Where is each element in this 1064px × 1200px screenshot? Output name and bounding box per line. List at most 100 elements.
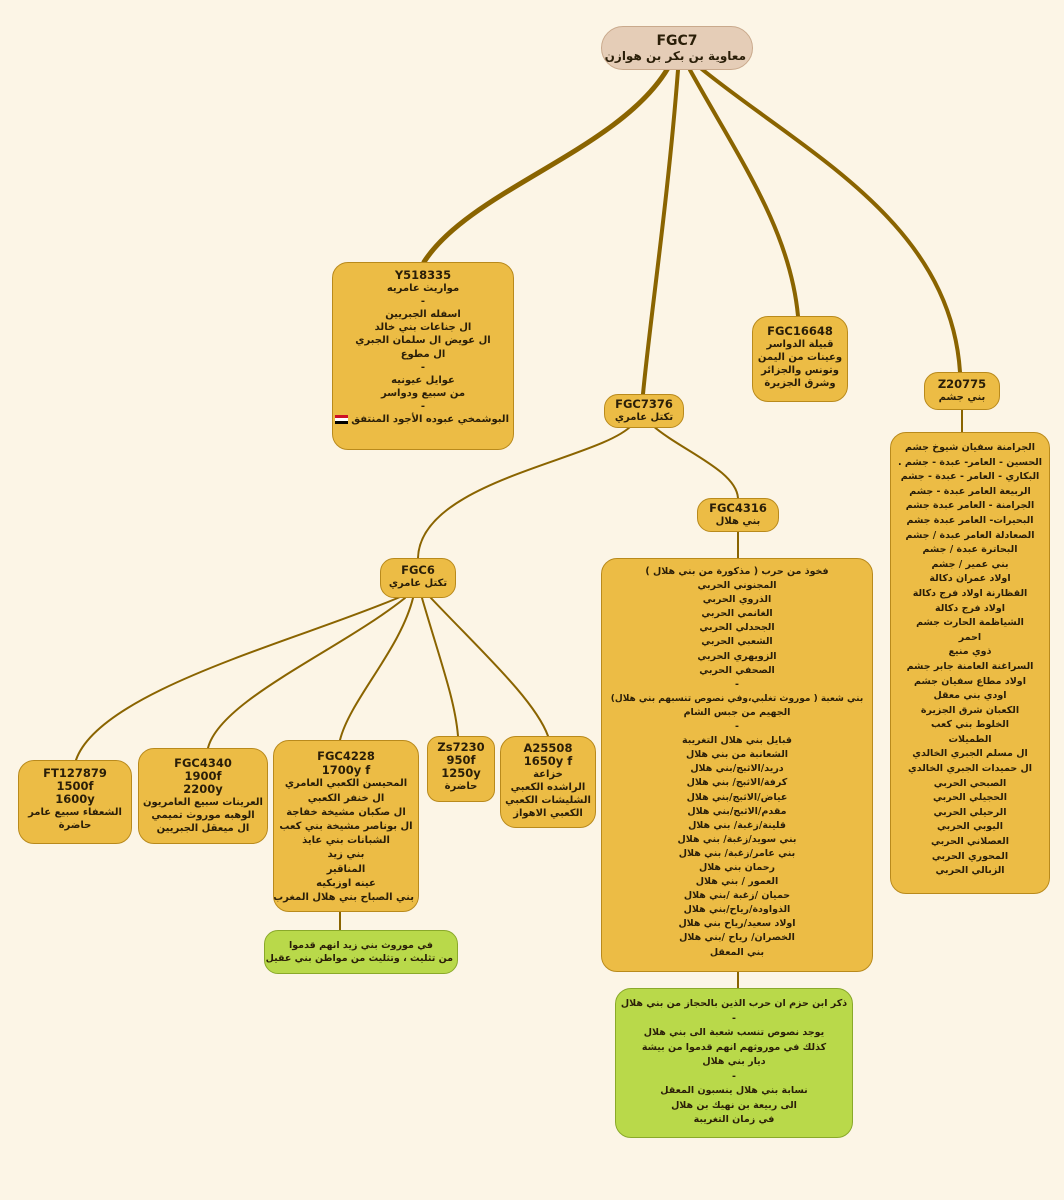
tribe-line: بني المعقل [709,946,765,958]
note-line: كذلك في موروثهم انهم قدموا من بيشة [641,1041,827,1053]
node-fgc4228-note: في موروث بني زيد انهم قدموا من تثليث ، و… [264,930,458,974]
node-fgc7-root: FGC7 معاوية بن بكر بن هوازن [601,26,753,70]
branch-line: عوايل عيونيه [391,374,455,386]
branch-line: الشليشات الكعبي [505,795,591,807]
note-line: ديار بني هلال [702,1056,766,1067]
haplogroup-label: FGC4228 [317,749,375,763]
tribe-line: البحيرات- العامر عبدة جشم [906,514,1034,526]
branch-line: البوشمخي عبوده الأجود المنتفق [351,414,509,426]
tribe-line: - [735,721,739,733]
tribe-line: مقدم/الاثبج/بني هلال [687,805,787,817]
branch-line: خزاعة [533,769,563,781]
branch-line: تكتل عامري [388,578,448,590]
haplogroup-label: Zs7230 [437,740,485,754]
tribe-line: اولاد عمران دكالة [929,573,1011,585]
note-line: - [732,1070,736,1082]
age-estimate: 1700y f [321,763,371,778]
tribe-line: الرحيلي الحربي [933,806,1007,818]
haplogroup-label: A25508 [523,741,573,755]
tribe-line: القظارنة اولاد فرج دكالة [912,587,1028,599]
tribe-line: الجرامنة سفيان شيوخ جشم [905,442,1035,453]
tribe-line: المحوري الحربي [931,850,1009,862]
connector-root-fgc16648 [688,68,800,318]
branch-line-with-flag: البوشمخي عبوده الأجود المنتفق [334,413,509,426]
haplogroup-label: FGC4316 [709,501,767,515]
connector-fgc7376-fgc6 [417,424,633,559]
branch-line: قبيلة الدواسر [766,339,834,351]
tribe-line: اولاد سعيد/رياح بني هلال [678,918,796,930]
tribe-line: الذروي الحربي [702,594,772,606]
node-hilal-list: فخوذ من حرب ( مذكورة من بني هلال ) المجن… [601,558,873,972]
node-hilal-note: ذكر ابن حزم ان حرب الذين بالحجاز من بني … [615,988,853,1138]
branch-line: الشعفاء سبيع عامر [28,807,122,819]
branch-line: وتونس والجزائر [761,365,839,377]
tribe-line: ال مسلم الجبري الخالدي [912,748,1028,760]
tribe-line: الحسين - العامر- عبدة - جشم . [897,456,1043,468]
node-z20775: Z20775 بني جشم [924,372,1000,410]
connector-root-fgc7376 [641,68,680,396]
haplogroup-label: Z20775 [937,377,987,391]
connector-fgc7376-fgc4316 [651,424,739,499]
branch-line: وعينات من اليمن [757,352,843,364]
branch-line: الراشده الكعبي [510,782,586,794]
branch-line: - [420,296,426,308]
tribe-line: الجهيم من جبس الشام [683,706,791,718]
iraq-flag-icon [334,414,348,424]
branch-line: المحيسن الكعبي العامري [284,778,408,790]
node-fgc16648: FGC16648 قبيلة الدواسر وعينات من اليمن و… [752,316,848,402]
branch-line: بني الصباح بني هلال المغرب [273,892,414,904]
tribe-line: اودي بني معقل [933,690,1007,702]
branch-line: اسفله الجبريين [385,309,461,321]
haplogroup-label: FGC4340 [174,756,232,770]
tribe-line: الزبالي الحربي [935,865,1005,877]
branch-line: حاضرة [444,781,478,793]
node-fgc4340: FGC4340 1900f 2200y العرينات سبيع العامر… [138,748,268,844]
tribe-line: حميان /زغبة /بني هلال [683,890,791,902]
branch-line: بني زيد [327,849,365,861]
tribe-line: البحاترة عبدة / جشم [922,544,1018,556]
note-line: الى ربيعة بن نهيك بن هلال [671,1099,797,1111]
connector-fgc6-zs7230 [421,597,459,737]
tribe-line: الطميلات [948,733,992,745]
branch-line: - [420,361,426,373]
note-line: من تثليث ، وتثليث من مواطن بني عقيل [265,953,453,964]
tribe-line: بني شعبة ( موروث تغلبي،وفي نصوص تنسبهم ب… [610,693,864,704]
node-ft127879: FT127879 1500f 1600y الشعفاء سبيع عامر ح… [18,760,132,844]
tribe-line: الصعادلة العامر عبدة / جشم [905,529,1035,541]
connector-fgc6-ft127879 [75,596,401,761]
tribe-line: فخوذ من حرب ( مذكورة من بني هلال ) [645,566,829,577]
haplogroup-label: FGC6 [401,563,435,577]
branch-line: ال صكبان مشيخة خفاجة [286,806,406,818]
branch-line: - [420,400,426,412]
tribe-line: اولاد مطاع سفيان جشم [914,675,1026,687]
haplogroup-label: FGC16648 [767,324,833,338]
age-estimate: 1900f [184,769,222,784]
tribe-line: الجحدلي الحربي [699,622,775,634]
node-jusham-list: الجرامنة سفيان شيوخ جشم الحسين - العامر-… [890,432,1050,894]
tribe-line: رحمان بني هلال [698,861,776,873]
branch-line: المناقير [326,863,366,875]
node-zs7230: Zs7230 950f 1250y حاضرة [427,736,495,802]
branch-line: من سبيع ودواسر [380,387,466,399]
age-estimate: 950f [446,753,476,768]
node-fgc7376: FGC7376 تكتل عامري [604,394,684,428]
branch-line: ال بوناصر مشيخة بني كعب [279,821,413,833]
branch-line: الكعبي الاهواز [513,808,583,820]
branch-line: الشبانات بني عايذ [302,835,390,847]
tribe-line: اولاد فرج دكالة [935,602,1005,614]
node-fgc4228: FGC4228 1700y f المحيسن الكعبي العامري ا… [273,740,419,912]
tribe-line: الربيعة العامر عبدة - جشم [909,485,1031,497]
tribe-line: السراغنة العامنة جابر جشم [906,660,1034,672]
age-estimate: 1250y [441,766,481,781]
branch-line: ال ميعقل الجبريين [156,823,250,835]
branch-line: تكتل عامري [614,412,674,424]
branch-line: ال خنفر الكعبي [307,792,385,804]
note-line: - [732,1012,736,1024]
tribe-line: البكاري - العامر - عبدة - جشم [900,471,1040,483]
tribe-line: العمور / بني هلال [695,876,779,888]
tribe-line: الشعبي الحربي [701,636,773,648]
haplogroup-label: FT127879 [43,766,107,780]
tribe-line: احمر [958,631,982,643]
tribe-line: المجنوني الحربي [697,580,777,592]
tribe-line: ال حميدات الجبري الخالدي [908,763,1032,775]
